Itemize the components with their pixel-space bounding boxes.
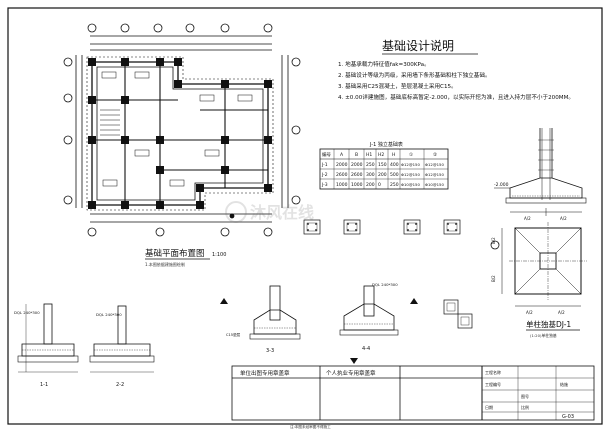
tb-cell-3: 比例 bbox=[521, 404, 529, 410]
tb-cell-4: 日期 bbox=[485, 404, 493, 410]
td-0-4: 150 bbox=[378, 162, 387, 168]
td-1-3: 300 bbox=[366, 172, 375, 178]
section-2-label: 2-2 bbox=[116, 382, 124, 388]
tb-cell-2: 图号 bbox=[521, 393, 529, 399]
section-2-2 bbox=[89, 305, 155, 373]
plan-half-a-1: A/2 bbox=[526, 310, 533, 315]
notes-item-1: 1. 地基承载力特征值fak=300KPa。 bbox=[338, 60, 430, 68]
th-7: ② bbox=[433, 152, 437, 158]
td-2-0: J-3 bbox=[321, 182, 328, 188]
section-2-beam: DQL 240*300 bbox=[96, 312, 122, 317]
td-2-7: Φ10@150 bbox=[425, 182, 444, 187]
sheet-border bbox=[7, 7, 603, 425]
td-1-6: Φ12@150 bbox=[401, 172, 420, 177]
th-2: B bbox=[355, 152, 358, 158]
stair bbox=[100, 109, 120, 136]
td-1-7: Φ12@150 bbox=[425, 172, 444, 177]
plan-tags bbox=[101, 71, 253, 187]
tb-cell-1: 工程编号 bbox=[485, 381, 501, 387]
td-0-2: 2000 bbox=[351, 162, 363, 168]
detail-subtitle: (1:20)单柱独基 bbox=[530, 333, 557, 338]
watermark-text: 沐风在线 bbox=[250, 203, 314, 222]
td-1-1: 2600 bbox=[336, 172, 348, 178]
sheet-number: G-03 bbox=[562, 414, 574, 420]
elev-half-a-1: A/2 bbox=[524, 216, 531, 221]
plan-subtitle: 1.本图依据建施图绘制 bbox=[145, 261, 185, 267]
elev-label: -2.000 bbox=[494, 182, 509, 188]
notes-item-3: 3. 基础采用C25混凝土，垫层混凝土采用C15。 bbox=[338, 82, 457, 90]
section-4-beam: DQL 240*300 bbox=[372, 282, 398, 287]
column-sections bbox=[303, 219, 473, 329]
seal-1: 单位出图专用章盖章 bbox=[240, 369, 290, 377]
td-2-6: Φ10@150 bbox=[401, 182, 420, 187]
seal-2: 个人执业专用章盖章 bbox=[326, 369, 376, 377]
td-1-0: J-2 bbox=[321, 172, 328, 178]
plan-scale: 1:100 bbox=[212, 252, 226, 258]
section-3-3 bbox=[249, 285, 301, 340]
th-5: H bbox=[392, 152, 395, 158]
title-block bbox=[231, 365, 595, 421]
section-3-cushion: C15垫层 bbox=[226, 332, 241, 337]
td-0-6: Φ12@150 bbox=[401, 162, 420, 167]
footing-table: J-1 独立基础表 编号 A B H1 H2 H ① ② J-1 2000 20… bbox=[319, 141, 449, 190]
td-2-5: 250 bbox=[390, 182, 399, 188]
section-1-1 bbox=[17, 303, 79, 373]
td-1-5: 500 bbox=[390, 172, 399, 178]
th-0: 编号 bbox=[322, 151, 331, 158]
section-1-beam: DQL 240*300 bbox=[14, 310, 40, 315]
th-4: H2 bbox=[378, 152, 384, 158]
section-4-4 bbox=[339, 285, 399, 336]
td-2-2: 1000 bbox=[351, 182, 363, 188]
th-1: A bbox=[340, 152, 344, 158]
section-3-label: 3-3 bbox=[266, 348, 274, 354]
section-arrows bbox=[220, 298, 418, 364]
td-1-4: 200 bbox=[378, 172, 387, 178]
td-2-1: 1000 bbox=[336, 182, 348, 188]
tb-cell-5: 结施 bbox=[560, 381, 568, 387]
axis-bubbles-top bbox=[87, 23, 273, 33]
axis-bubbles-left bbox=[63, 57, 73, 205]
plan-half-a-2: A/2 bbox=[558, 310, 565, 315]
notes-item-2: 2. 基础设计等级为丙级，采用墙下条形基础和柱下独立基础。 bbox=[338, 71, 491, 79]
plan-half-b-2: B/2 bbox=[491, 275, 496, 282]
td-0-0: J-1 bbox=[321, 162, 328, 168]
td-0-5: 400 bbox=[390, 162, 399, 168]
td-0-3: 250 bbox=[366, 162, 375, 168]
footing-detail-plan bbox=[490, 222, 587, 307]
titleblock-footer: 注:本图未经审图不得施工 bbox=[290, 424, 331, 429]
th-6: ① bbox=[409, 152, 413, 158]
axis-bubbles-bottom bbox=[87, 227, 273, 237]
td-0-7: Φ12@150 bbox=[425, 162, 444, 167]
td-1-2: 2600 bbox=[351, 172, 363, 178]
axis-bubbles-right bbox=[291, 57, 301, 205]
foundation-plan bbox=[63, 23, 301, 237]
plan-half-b-1: B/2 bbox=[491, 237, 496, 244]
detail-title: 单柱独基DJ-1 bbox=[526, 319, 571, 329]
notes-item-4: 4. ±0.00详建施图，基础底标高暂定-2.000，以实际开挖为准，且进入持力… bbox=[338, 93, 574, 101]
footing-elevation bbox=[494, 128, 587, 216]
section-1-label: 1-1 bbox=[40, 382, 48, 388]
section-4-label: 4-4 bbox=[362, 346, 370, 352]
notes-title: 基础设计说明 bbox=[382, 38, 454, 53]
td-0-1: 2000 bbox=[336, 162, 348, 168]
table-title: J-1 独立基础表 bbox=[369, 141, 403, 148]
td-2-4: 0 bbox=[378, 182, 381, 188]
td-2-3: 200 bbox=[366, 182, 375, 188]
th-3: H1 bbox=[366, 152, 372, 158]
plan-title: 基础平面布置图 bbox=[145, 248, 205, 259]
watermark: 沐风在线 bbox=[225, 201, 314, 223]
column-footings bbox=[88, 58, 272, 209]
tb-cell-0: 工程名称 bbox=[485, 369, 501, 375]
elev-half-a-2: A/2 bbox=[560, 216, 567, 221]
